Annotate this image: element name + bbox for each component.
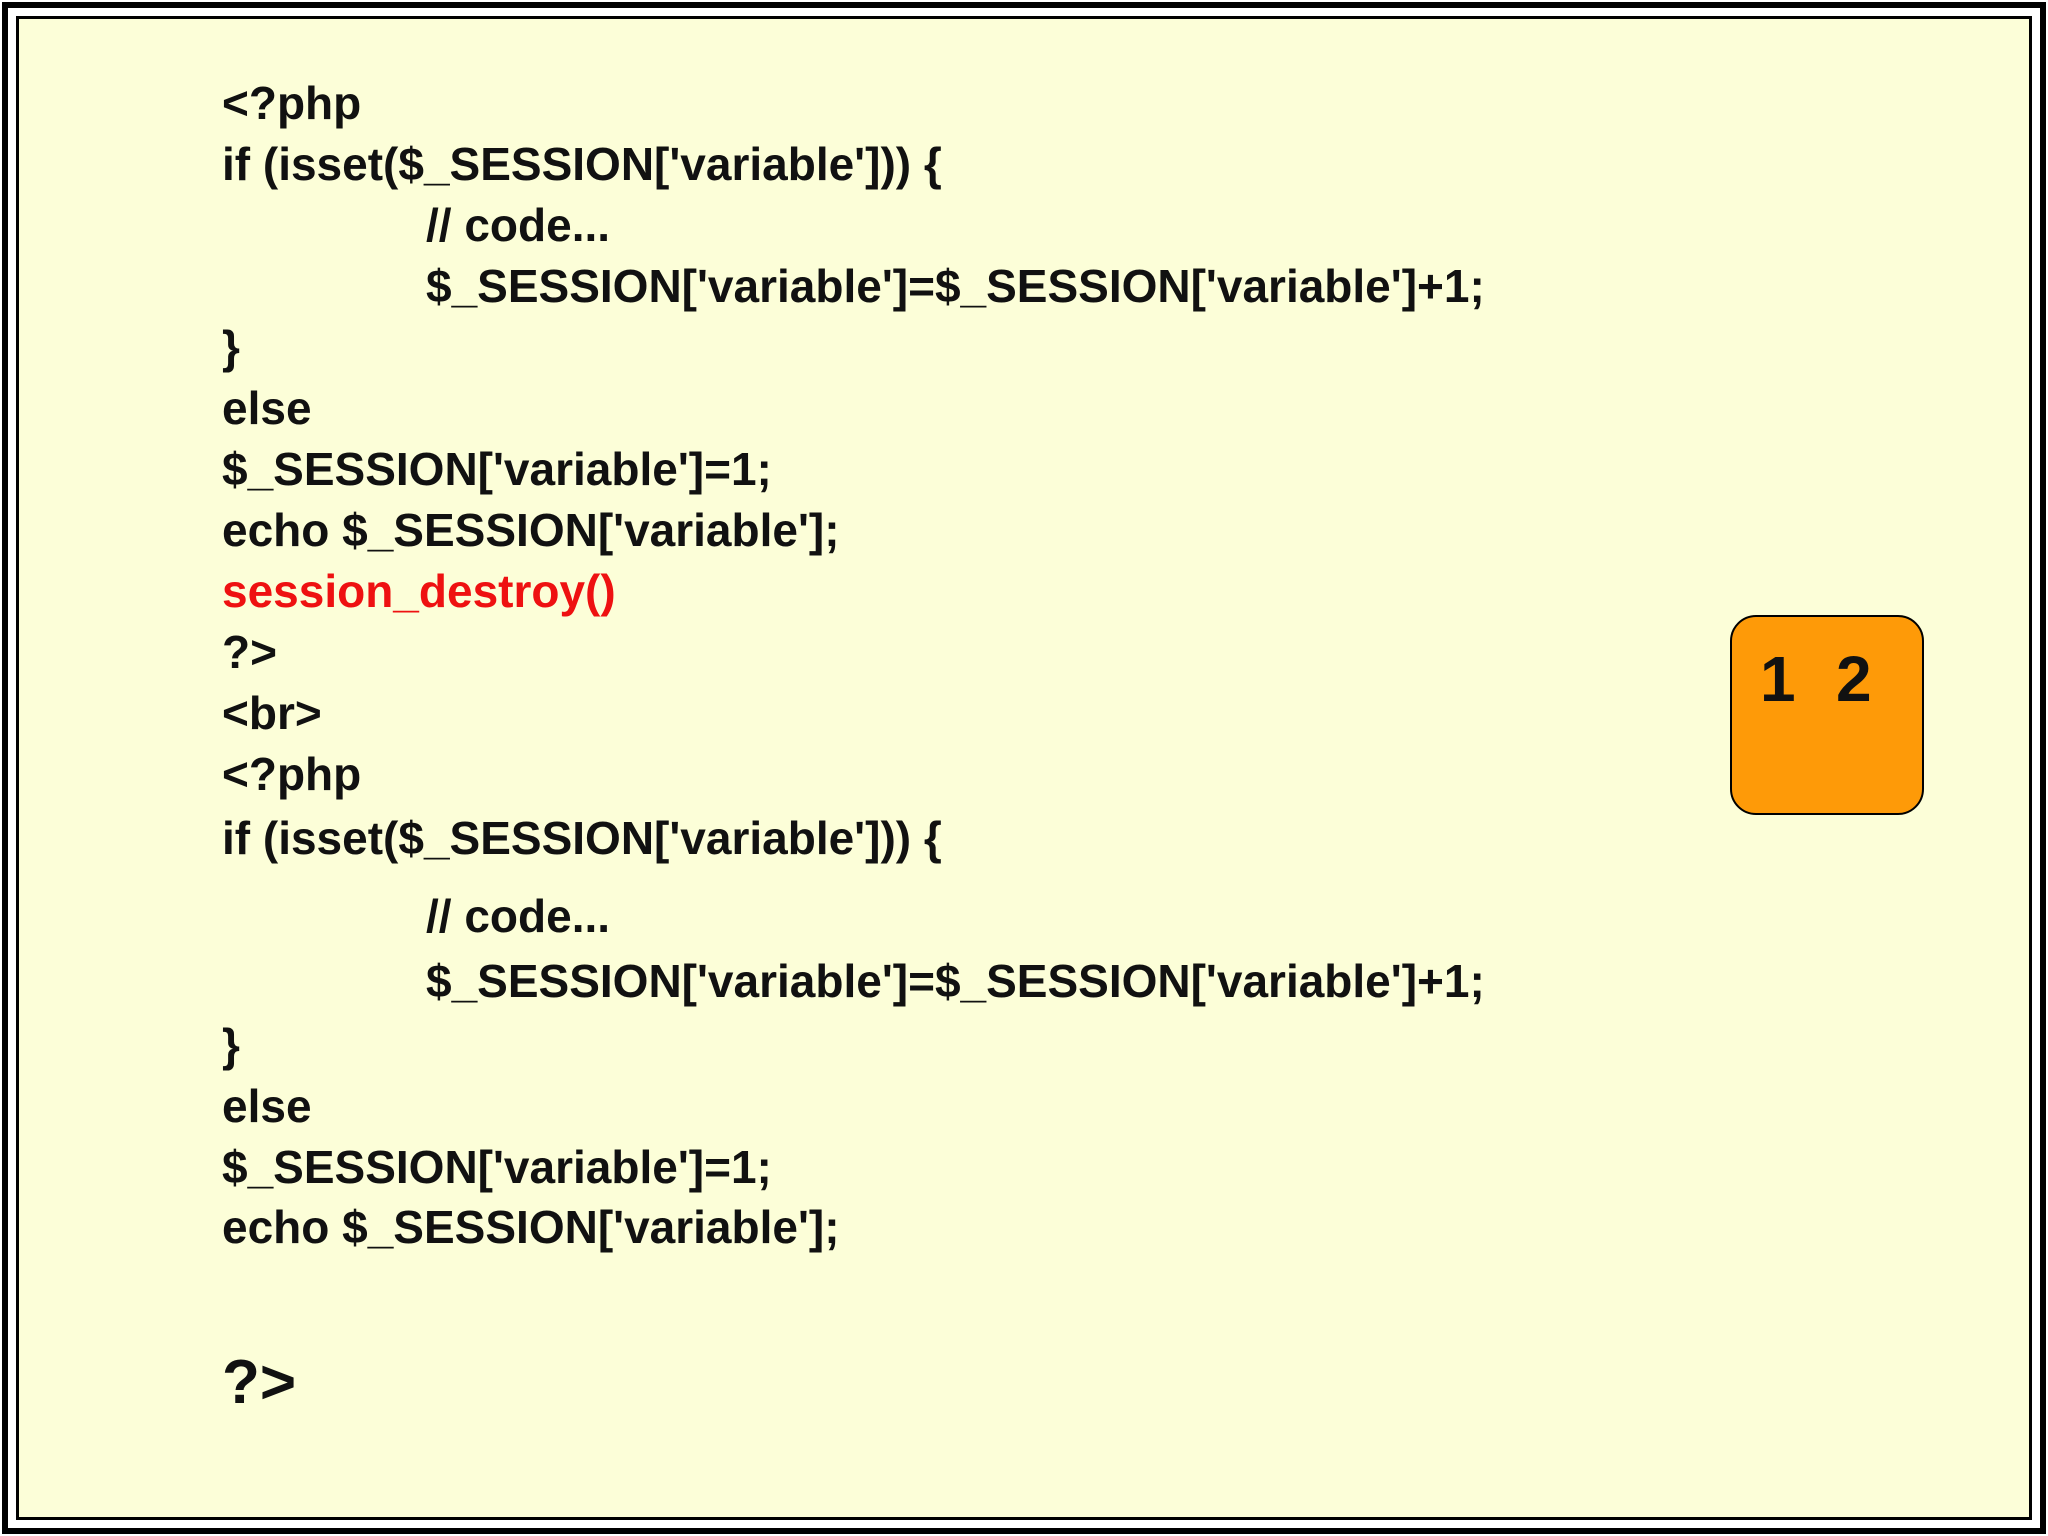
code-line: if (isset($_SESSION['variable'])) { (222, 138, 942, 190)
code-line: <br> (222, 687, 322, 739)
code-line: $_SESSION['variable']=$_SESSION['variabl… (426, 260, 1485, 312)
output-box: 1 2 (1730, 615, 1924, 815)
output-value: 2 (1836, 643, 1872, 715)
code-line-highlighted: session_destroy() (222, 565, 616, 617)
code-line-closing-tag: ?> (222, 1348, 297, 1417)
code-line: echo $_SESSION['variable']; (222, 504, 840, 556)
code-line: } (222, 321, 240, 373)
code-line: $_SESSION['variable']=$_SESSION['variabl… (426, 955, 1485, 1007)
code-line: $_SESSION['variable']=1; (222, 1141, 772, 1193)
code-line: } (222, 1019, 240, 1071)
slide-frame-inner (16, 16, 2032, 1520)
code-line: echo $_SESSION['variable']; (222, 1201, 840, 1253)
code-line: ?> (222, 626, 277, 678)
code-line: $_SESSION['variable']=1; (222, 443, 772, 495)
code-line: else (222, 382, 312, 434)
code-line: <?php (222, 77, 362, 129)
code-line: <?php (222, 748, 362, 800)
code-line: // code... (426, 890, 611, 942)
code-line: else (222, 1080, 312, 1132)
code-line: // code... (426, 199, 611, 251)
code-line: if (isset($_SESSION['variable'])) { (222, 812, 942, 864)
output-value: 1 (1760, 643, 1796, 715)
